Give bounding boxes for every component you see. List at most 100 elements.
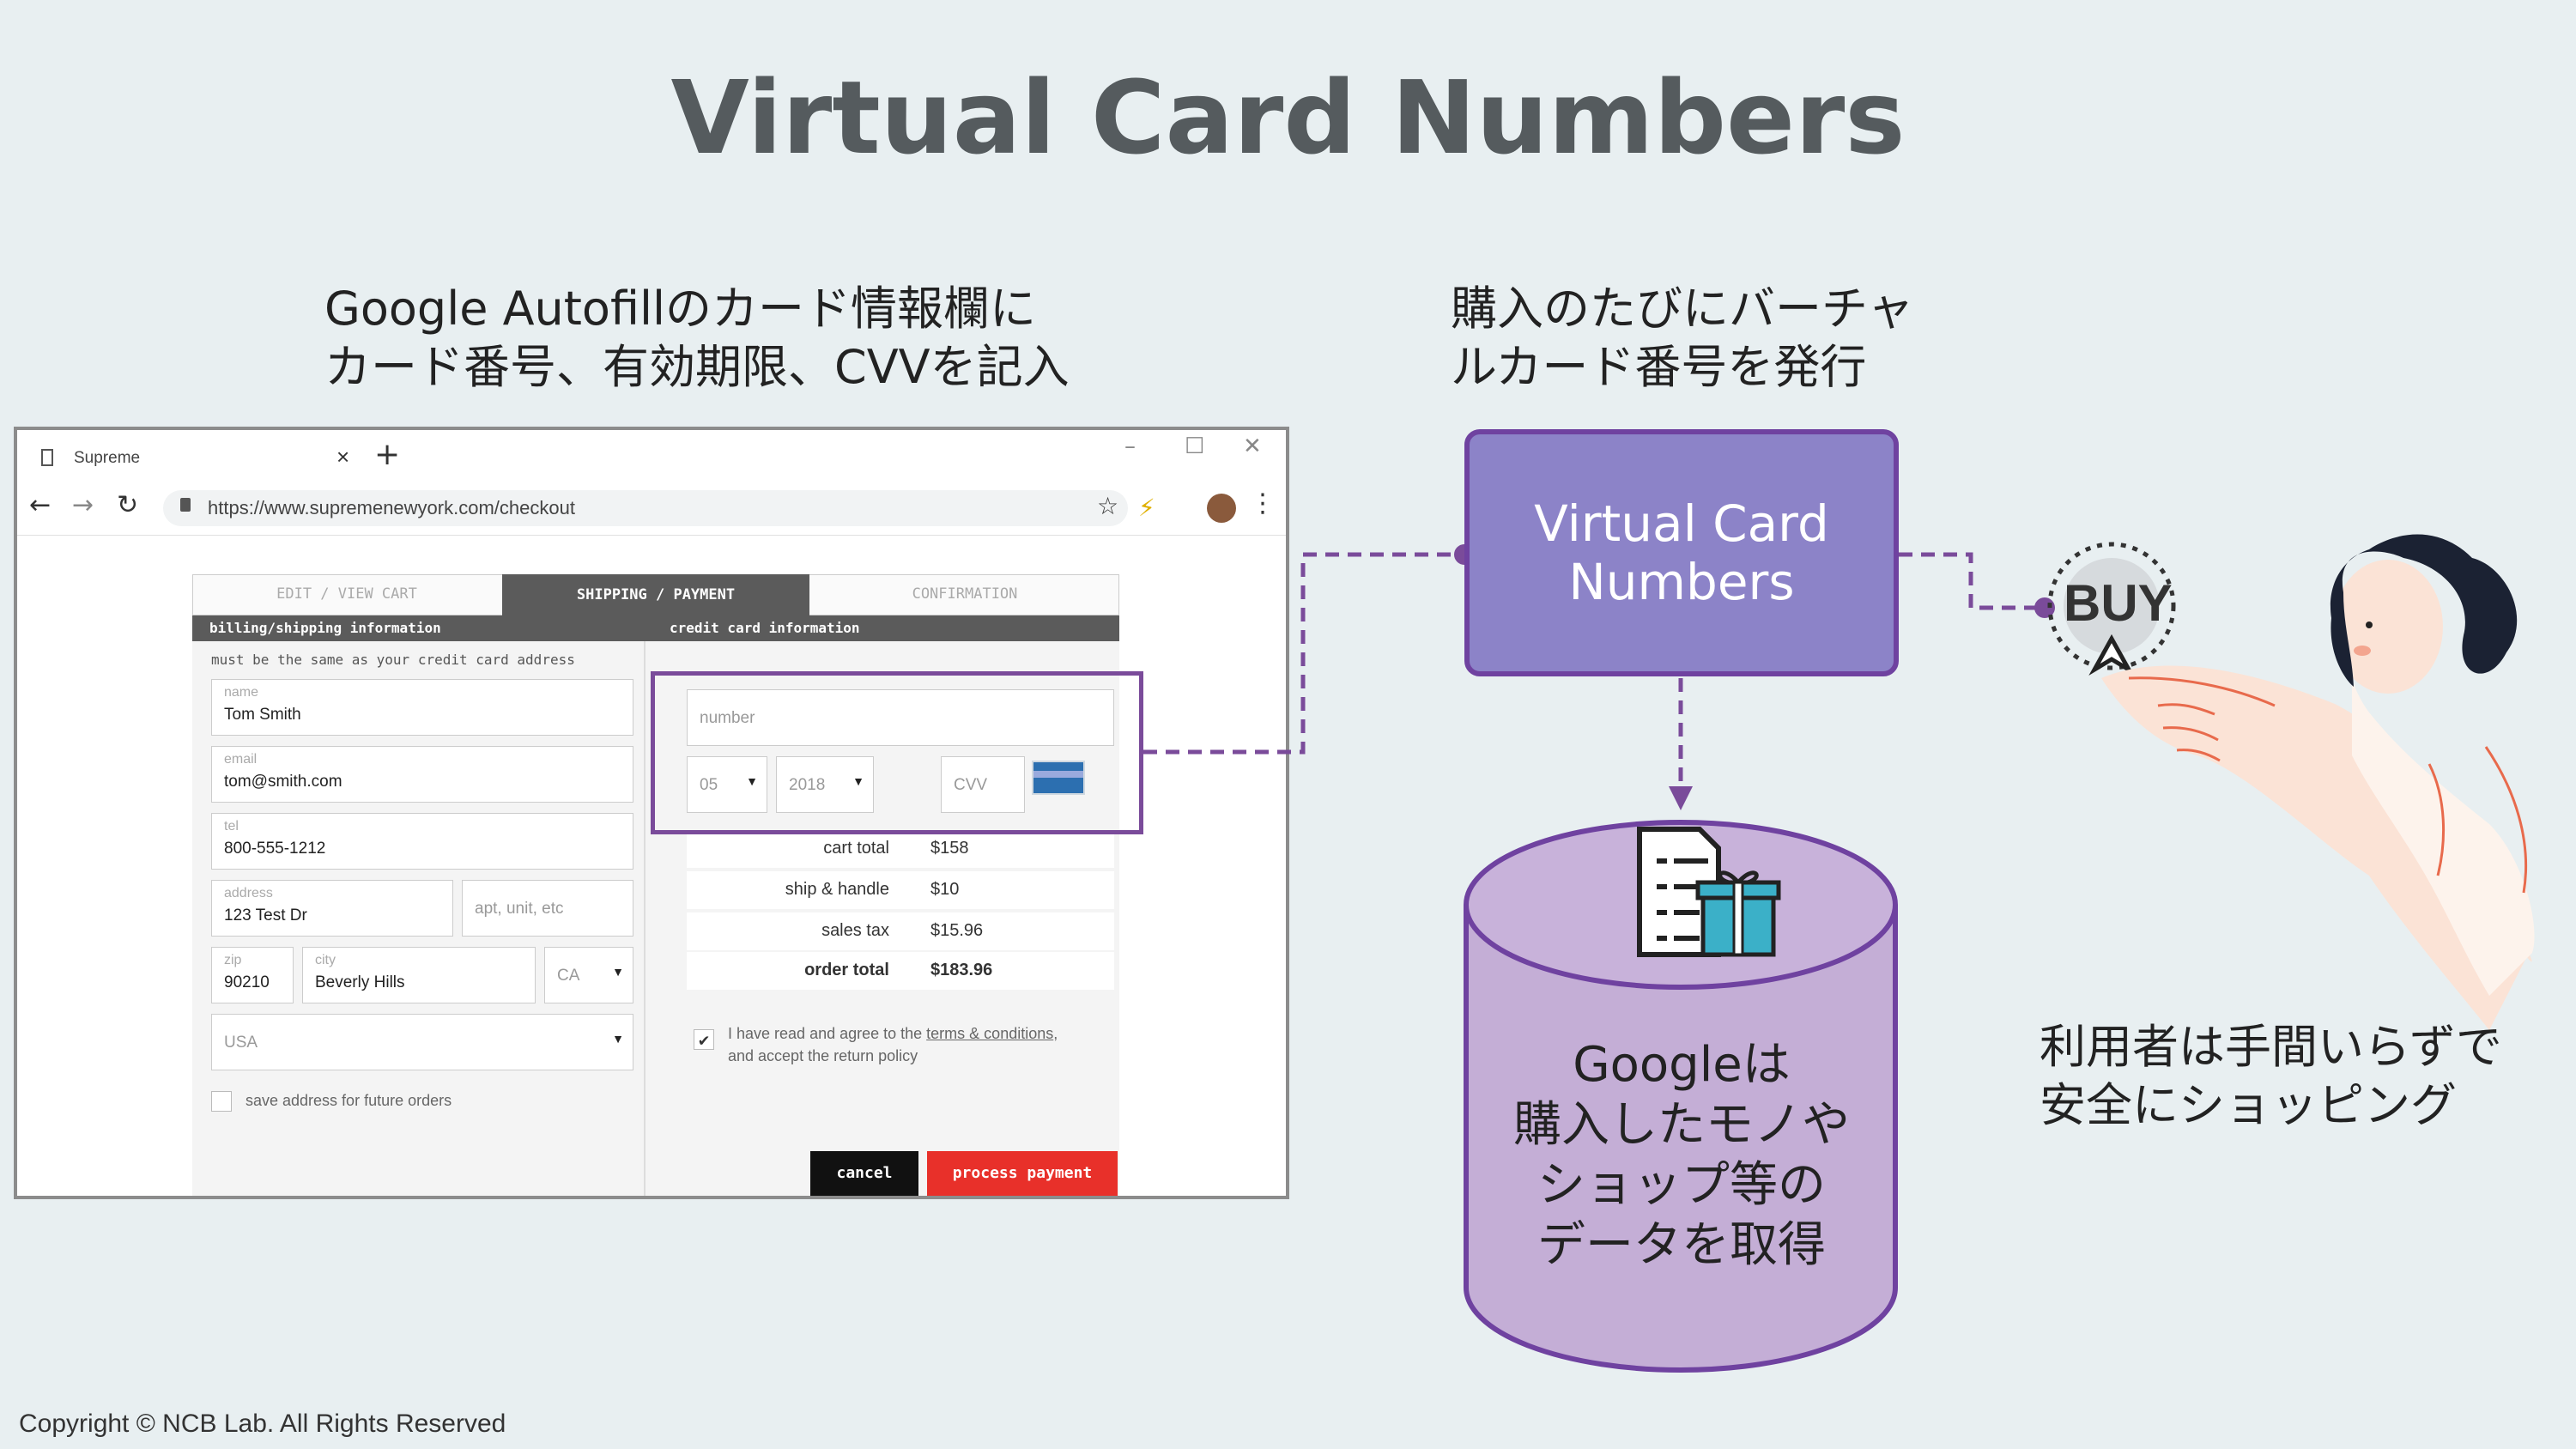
plus-icon[interactable]: + xyxy=(374,437,401,472)
apt-field[interactable]: apt, unit, etc xyxy=(462,880,633,937)
city-value: Beverly Hills xyxy=(315,973,405,991)
page-icon xyxy=(41,449,53,466)
hair-shape xyxy=(2330,534,2518,687)
year-select[interactable]: 2018 ▼ xyxy=(776,756,874,813)
menu-icon[interactable]: ⋮ xyxy=(1250,488,1276,518)
slide-title: Virtual Card Numbers xyxy=(670,58,1906,177)
terms-link[interactable]: terms & conditions xyxy=(926,1025,1054,1042)
left-caption-line-1: Google Autofillのカード情報欄に xyxy=(324,282,1036,336)
card-fields-highlight xyxy=(651,671,1143,834)
summary-key: ship & handle xyxy=(785,880,889,899)
person-illustration xyxy=(2101,534,2535,1030)
issue-caption-line-1: 購入のたびにバーチャ xyxy=(1451,282,1914,336)
database-text-line-1: Googleは xyxy=(1573,1037,1791,1093)
tel-label: tel xyxy=(224,819,239,834)
step-edit-cart[interactable]: EDIT / VIEW CART xyxy=(276,585,417,603)
cancel-button[interactable]: cancel xyxy=(810,1151,918,1196)
city-field[interactable]: city Beverly Hills xyxy=(302,947,536,1003)
zip-label: zip xyxy=(224,953,242,967)
star-icon[interactable]: ☆ xyxy=(1097,492,1119,520)
state-value: CA xyxy=(557,967,580,985)
name-value: Tom Smith xyxy=(224,706,301,724)
process-payment-button[interactable]: process payment xyxy=(927,1151,1118,1196)
avatar[interactable] xyxy=(1207,494,1236,523)
tab-bar: Supreme × + – ☐ ✕ xyxy=(17,430,1286,484)
year-value: 2018 xyxy=(789,776,826,794)
back-icon[interactable]: ← xyxy=(29,490,52,520)
credit-card-icon xyxy=(1032,761,1085,795)
dropdown-arrow-icon: ▼ xyxy=(612,965,624,979)
database-text-line-2: 購入したモノや xyxy=(1513,1097,1850,1153)
column-divider xyxy=(644,641,646,1196)
dropdown-arrow-icon: ▼ xyxy=(612,1032,624,1046)
terms-suffix: , xyxy=(1053,1025,1058,1042)
minimize-icon[interactable]: – xyxy=(1124,433,1136,459)
checkout-steps: EDIT / VIEW CART SHIPPING / PAYMENT CONF… xyxy=(192,574,1119,615)
month-select[interactable]: 05 ▼ xyxy=(687,756,767,813)
buy-circle-fill xyxy=(2064,558,2160,654)
url-text[interactable]: https://www.supremenewyork.com/checkout xyxy=(208,497,575,518)
face-shape xyxy=(2333,560,2443,694)
issue-caption-line-2: ルカード番号を発行 xyxy=(1451,340,1867,394)
summary-row: sales tax $15.96 xyxy=(687,912,1114,950)
user-caption-line-2: 安全にショッピング xyxy=(2040,1078,2457,1132)
database-text-line-4: データを取得 xyxy=(1537,1217,1826,1273)
card-number-field[interactable]: number xyxy=(687,689,1114,746)
arrow-down-icon xyxy=(1669,786,1693,810)
reload-icon[interactable]: ↻ xyxy=(117,490,139,520)
buy-label[interactable]: BUY xyxy=(2064,574,2173,632)
address-field[interactable]: address 123 Test Dr xyxy=(211,880,453,937)
step-confirmation[interactable]: CONFIRMATION xyxy=(912,585,1018,603)
summary-value: $158 xyxy=(930,839,969,858)
save-address-label: save address for future orders xyxy=(245,1092,452,1109)
summary-value: $183.96 xyxy=(930,961,993,979)
receipt-gift-icon xyxy=(1637,827,1781,957)
name-field[interactable]: name Tom Smith xyxy=(211,679,633,736)
credit-header: credit card information xyxy=(670,620,860,636)
virtual-card-numbers-box: Virtual Card Numbers xyxy=(1464,429,1899,676)
apt-placeholder: apt, unit, etc xyxy=(475,900,564,918)
card-number-placeholder: number xyxy=(700,709,755,727)
summary-row: order total $183.96 xyxy=(687,952,1114,990)
terms-checkbox[interactable]: ✔ xyxy=(694,1029,714,1050)
cvv-field[interactable]: CVV xyxy=(941,756,1025,813)
summary-value: $10 xyxy=(930,880,960,899)
section-header-bar: billing/shipping information credit card… xyxy=(192,615,1119,641)
state-select[interactable]: CA ▼ xyxy=(544,947,633,1003)
browser-tab[interactable]: Supreme × xyxy=(29,439,369,483)
checkout-form: EDIT / VIEW CART SHIPPING / PAYMENT CONF… xyxy=(192,574,1119,1196)
summary-key: order total xyxy=(804,961,889,979)
zip-field[interactable]: zip 90210 xyxy=(211,947,294,1003)
email-label: email xyxy=(224,752,258,767)
issue-caption: 購入のたびにバーチャ ルカード番号を発行 xyxy=(1451,280,1913,397)
extension-icon[interactable]: ⚡ xyxy=(1138,494,1155,522)
buy-circle xyxy=(2047,542,2176,670)
left-caption-line-2: カード番号、有効期限、CVVを記入 xyxy=(324,340,1070,394)
arm-shape xyxy=(2101,665,2532,1030)
email-value: tom@smith.com xyxy=(224,773,342,791)
forward-icon[interactable]: → xyxy=(72,490,94,520)
maximize-icon[interactable]: ☐ xyxy=(1185,433,1205,459)
tel-value: 800-555-1212 xyxy=(224,840,326,858)
database-text-line-3: ショップ等の xyxy=(1537,1157,1826,1213)
tel-field[interactable]: tel 800-555-1212 xyxy=(211,813,633,870)
window-close-icon[interactable]: ✕ xyxy=(1243,433,1262,459)
address-bar[interactable]: https://www.supremenewyork.com/checkout … xyxy=(163,490,1128,526)
country-select[interactable]: USA ▼ xyxy=(211,1014,633,1070)
step-shipping-payment[interactable]: SHIPPING / PAYMENT xyxy=(502,574,809,615)
city-label: city xyxy=(315,953,336,967)
save-address-checkbox[interactable] xyxy=(211,1091,232,1112)
lock-icon xyxy=(180,498,191,512)
name-label: name xyxy=(224,685,259,700)
summary-key: sales tax xyxy=(821,921,889,940)
vcn-box-text: Virtual Card Numbers xyxy=(1470,494,1894,611)
zip-value: 90210 xyxy=(224,973,270,991)
database-cylinder xyxy=(1464,820,1898,1373)
email-field[interactable]: email tom@smith.com xyxy=(211,746,633,803)
nav-bar: ← → ↻ https://www.supremenewyork.com/che… xyxy=(17,483,1286,536)
user-caption-line-1: 利用者は手間いらずで xyxy=(2040,1020,2502,1074)
cursor-arrow-icon xyxy=(2088,634,2135,676)
copyright: Copyright © NCB Lab. All Rights Reserved xyxy=(19,1410,506,1438)
close-icon[interactable]: × xyxy=(336,444,350,470)
